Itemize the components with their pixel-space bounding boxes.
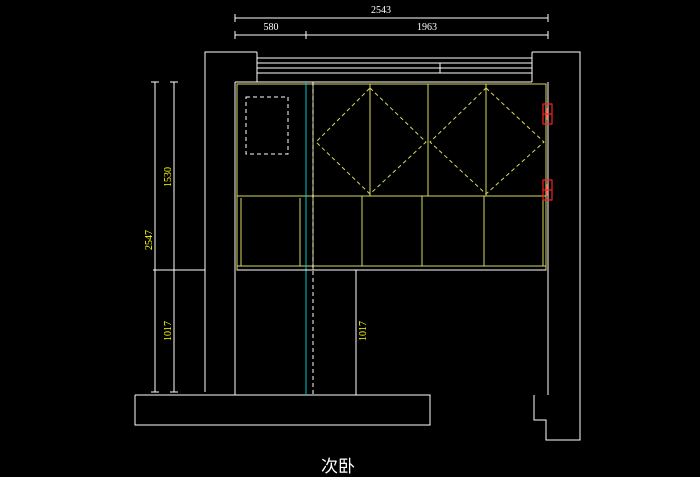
wardrobe-upper [236, 83, 547, 271]
top-dimensions [234, 14, 549, 39]
niche-dashed [245, 96, 289, 155]
dim-right-width: 1963 [417, 22, 437, 33]
left-dimensions [151, 81, 205, 393]
dim-left-width: 580 [264, 22, 279, 33]
dim-lower-height-inner: 1017 [358, 321, 369, 341]
dim-upper-height: 1530 [163, 167, 174, 187]
dim-total-height: 2547 [144, 230, 155, 250]
socket-icons [542, 103, 553, 201]
drawing-title: 次卧 [321, 457, 355, 477]
dim-total-width: 2543 [371, 5, 391, 16]
dim-lower-height-left: 1017 [163, 321, 174, 341]
diamond-panels [315, 87, 545, 195]
lower-opening [237, 269, 546, 395]
wall-outline [134, 51, 581, 441]
